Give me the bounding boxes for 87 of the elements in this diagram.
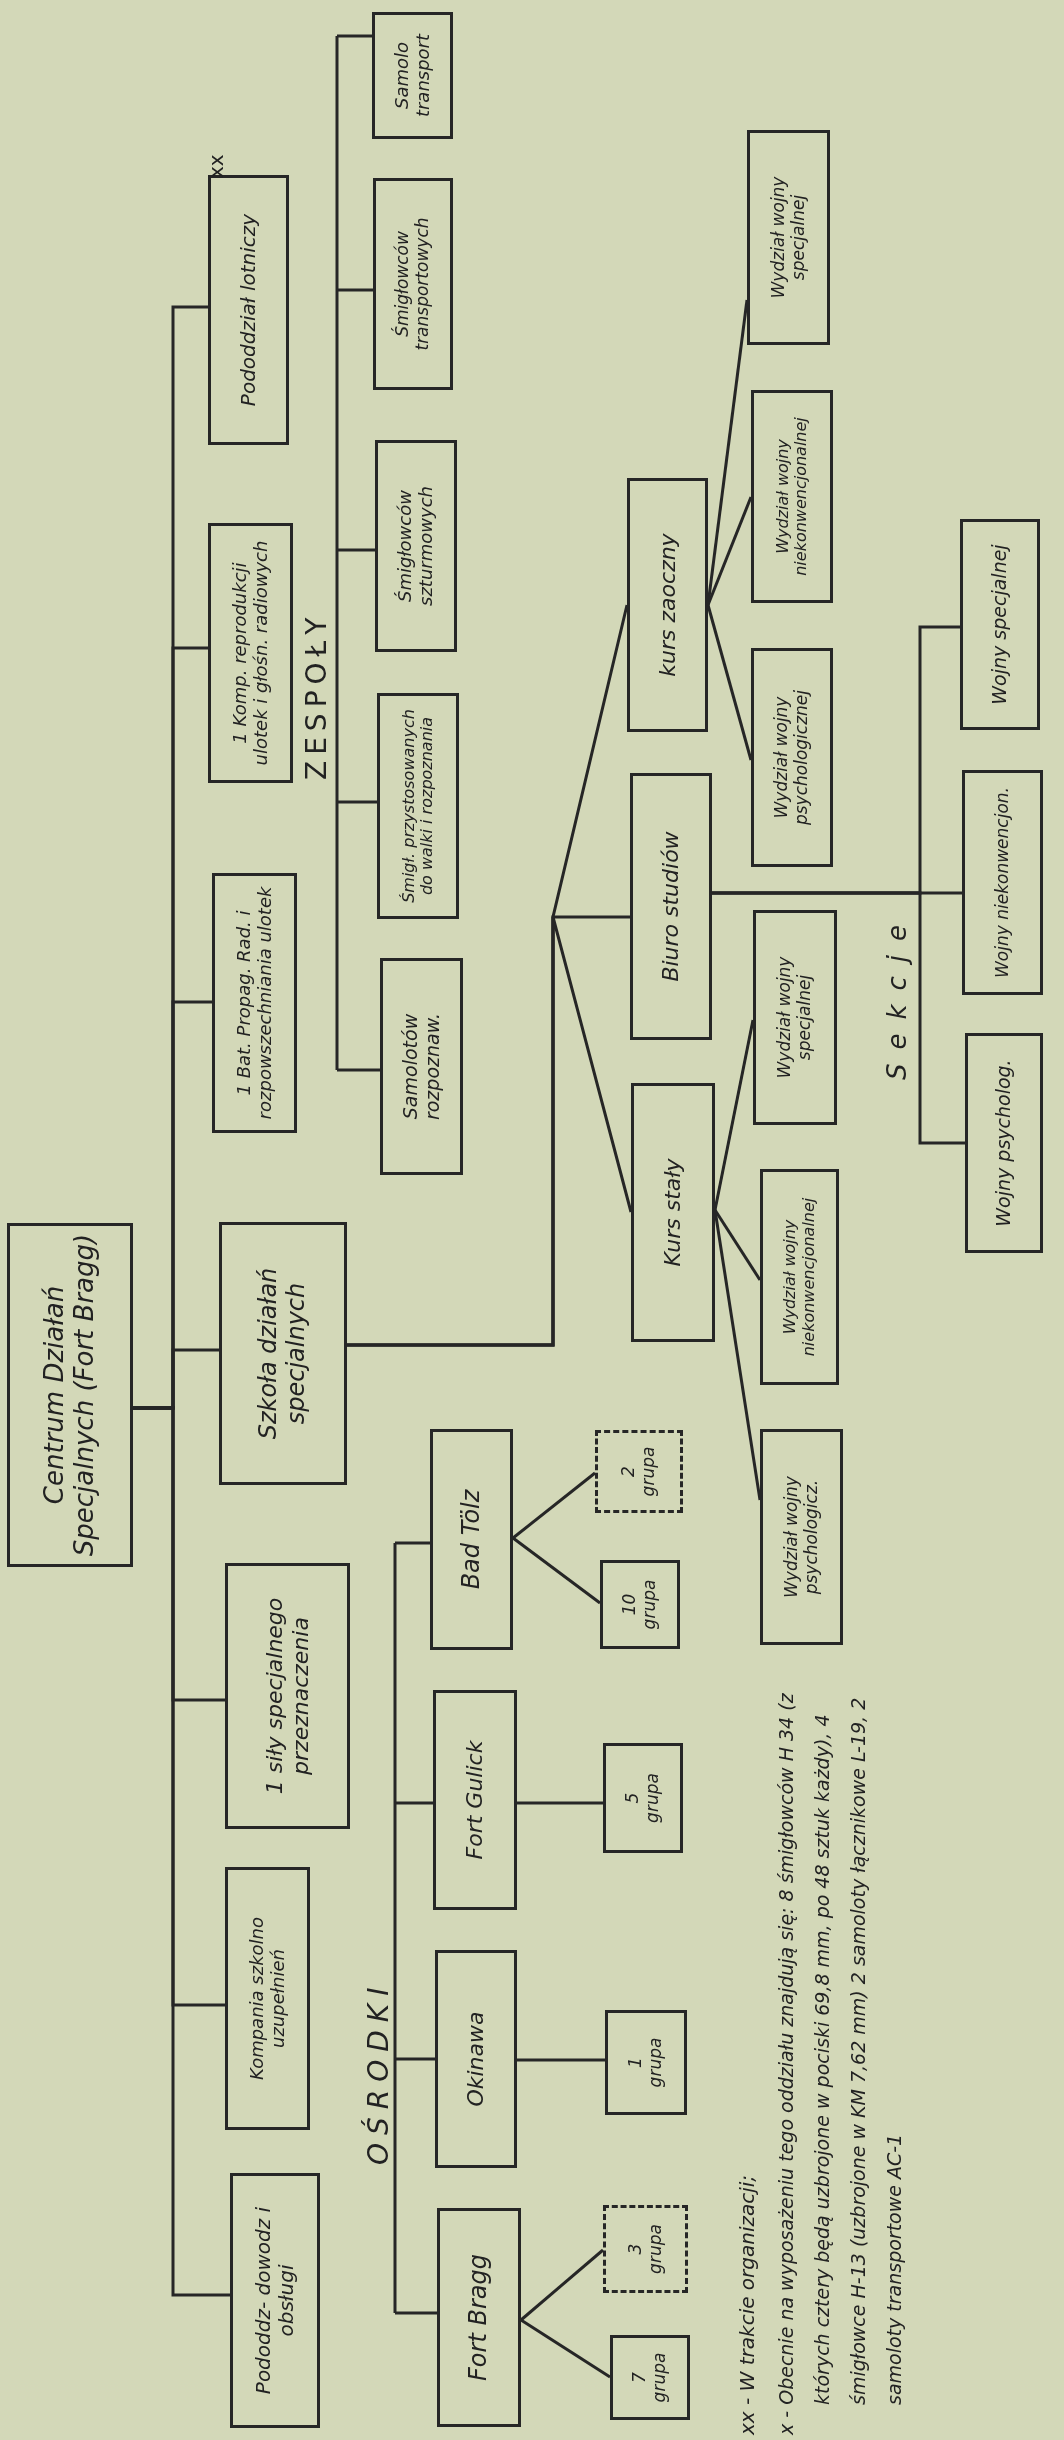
box-label: Samolo transport	[391, 32, 434, 120]
box-label: Fort Gulick	[462, 1740, 488, 1860]
box-label: Wydział wojny niekonwencjonalnej	[781, 1196, 818, 1359]
box-label: 1 grupa	[626, 2037, 666, 2088]
box-label: Fort Bragg	[465, 2254, 493, 2381]
box-label: Pododdział lotniczy	[237, 213, 260, 407]
box-label: 1 Komp. reprodukcji ulotek i głośn. radiowych	[229, 539, 272, 768]
org-box	[753, 910, 837, 1125]
box-label: Biuro studiów	[658, 831, 684, 982]
connector-line	[706, 604, 753, 761]
org-box	[430, 1429, 513, 1650]
org-box	[225, 1563, 350, 1829]
connector-line	[517, 1801, 603, 1805]
org-box	[437, 2208, 521, 2427]
box-label: 5 grupa	[623, 1773, 663, 1823]
org-box	[219, 1222, 347, 1485]
connector-line	[347, 604, 629, 1347]
box-label: 1 siły specjalnego przeznaczenia	[262, 1596, 313, 1797]
box-label: Pododdz- dowodz i obsługi	[252, 2205, 298, 2397]
org-box	[751, 648, 833, 867]
group-heading: Sekcje	[882, 910, 912, 1080]
box-label: Kompania szkolno uzupełnień	[246, 1916, 289, 2082]
box-label: Wydział wojny psychologicz.	[781, 1475, 822, 1600]
footnote: x - Obecnie na wyposażeniu tego oddziału znajdują się: 8 śmigłowców H 34 (z których cztery będą uzbrojone w pociski 69,8 mm, po 48 sztuk każdy), 4 śmigłowce H-13 (uzbrojone w KM 7,62 mm) 2 samoloty łącznikowe L-19, 2 samoloty transportowe AC-1	[774, 1692, 906, 2435]
box-label: Centrum Działań Specjalnych (Fort Bragg)	[40, 1232, 100, 1558]
org-box	[603, 2205, 688, 2293]
org-box	[433, 1690, 517, 1910]
org-box	[965, 1033, 1043, 1253]
connector-line	[517, 2058, 605, 2062]
box-label: 1 Bat. Propag. Rad. i rozpowszechniania ulotek	[233, 885, 276, 1122]
org-box	[605, 2010, 687, 2115]
box-label: Śmigłowców szturmowych	[395, 485, 437, 608]
org-box	[208, 523, 293, 783]
group-heading: OŚRODKI	[362, 1979, 395, 2165]
connector-line	[713, 1209, 762, 1281]
org-box	[230, 2173, 320, 2428]
box-label: Bad Tölz	[457, 1489, 486, 1590]
box-label: Kurs stały	[660, 1158, 686, 1267]
connector-line	[520, 2318, 611, 2379]
org-box	[373, 178, 453, 390]
box-label: Wojny psycholog.	[993, 1059, 1015, 1227]
org-box	[595, 1430, 683, 1513]
org-box	[7, 1223, 133, 1567]
org-box	[760, 1169, 839, 1385]
org-box	[751, 390, 833, 603]
box-label: Wojny niekonwencjon.	[992, 787, 1013, 978]
org-box	[225, 1867, 310, 2130]
connector-line	[712, 625, 960, 895]
connector-line	[512, 1471, 596, 1540]
org-box	[960, 519, 1040, 730]
box-label: Wydział wojny specjalnej	[768, 175, 809, 301]
org-box	[603, 1743, 683, 1853]
org-box	[610, 2335, 690, 2420]
org-box	[747, 130, 830, 345]
org-box	[435, 1950, 517, 2168]
box-label: 10 grupa	[620, 1579, 660, 1630]
box-label: 7 grupa	[630, 2352, 670, 2403]
box-label: Samolotów rozpoznaw.	[399, 1011, 444, 1123]
org-box	[630, 773, 712, 1040]
box-label: Okinawa	[463, 2011, 489, 2107]
org-box	[372, 12, 453, 139]
box-label: Wydział wojny niekonwencjonalnej	[773, 416, 811, 578]
connector-line	[520, 2248, 604, 2322]
org-box	[375, 440, 457, 652]
box-label: Śmigłowców transportowych	[393, 216, 433, 353]
box-label: Wojny specjalnej	[989, 544, 1011, 705]
footnote: xx - W trakcie organizacji;	[735, 2174, 759, 2435]
org-box	[760, 1429, 843, 1645]
group-heading: ZESPOŁY	[300, 611, 333, 780]
org-box	[962, 770, 1043, 995]
org-box	[212, 873, 297, 1133]
box-label: Szkoła działań specjalnych	[255, 1266, 311, 1442]
box-label: Wydział wojny psychologicznej	[772, 688, 812, 828]
org-box	[631, 1083, 715, 1342]
connector-line	[133, 1406, 230, 2297]
org-box	[380, 958, 463, 1175]
org-box	[600, 1560, 680, 1649]
connector-line	[713, 1019, 755, 1211]
box-label: 3 grupa	[625, 2224, 666, 2274]
box-label: 2 grupa	[619, 1446, 659, 1497]
box-label: Wydział wojny specjalnej	[775, 955, 815, 1081]
org-box	[377, 693, 459, 919]
connector-line	[706, 299, 749, 606]
box-label: kurs zaoczny	[654, 533, 681, 677]
connector-line	[512, 1536, 601, 1605]
box-label: Śmigł. przystosowanych do walki i rozpoznania	[399, 708, 437, 905]
org-box	[627, 478, 708, 732]
